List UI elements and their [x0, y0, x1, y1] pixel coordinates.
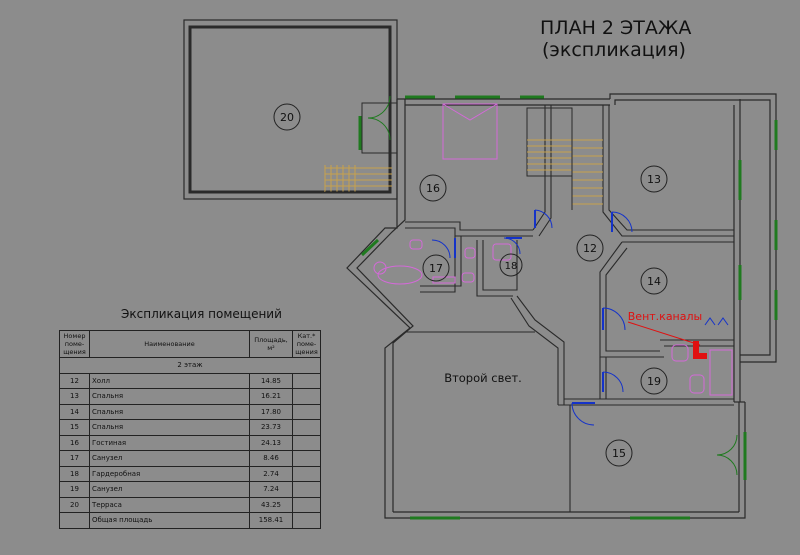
room-number: 12 — [59, 372, 90, 389]
header-num: Номер поме-щения — [59, 330, 90, 358]
room-19-label: 19 — [647, 375, 661, 388]
room-14-label: 14 — [647, 275, 661, 288]
header-name: Наименование — [89, 330, 250, 358]
room-name: Спальня — [89, 403, 250, 420]
room-area: 8.46 — [249, 450, 293, 467]
room-20-label: 20 — [280, 111, 294, 124]
total-label: Общая площадь — [89, 512, 250, 529]
room-number: 16 — [59, 434, 90, 451]
room-category — [292, 372, 321, 389]
room-number: 14 — [59, 403, 90, 420]
room-area: 17.80 — [249, 403, 293, 420]
room-name: Спальня — [89, 419, 250, 436]
room-category — [292, 434, 321, 451]
room-area: 43.25 — [249, 496, 293, 513]
room-name: Гардеробная — [89, 465, 250, 482]
room-number: 17 — [59, 450, 90, 467]
total-area: 158.41 — [249, 512, 293, 529]
room-16-label: 16 — [426, 182, 440, 195]
section-label: 2 этаж — [59, 357, 321, 374]
room-15-label: 15 — [612, 447, 626, 460]
table-caption: Экспликация помещений — [121, 307, 282, 321]
stairs — [324, 102, 603, 210]
fixtures — [373, 103, 733, 396]
room-name: Терраса — [89, 496, 250, 513]
header-category: Кат.* поме-щения — [292, 330, 321, 358]
room-number: 20 — [59, 496, 90, 513]
room-category — [292, 450, 321, 467]
section-row: 2 этаж — [59, 357, 321, 374]
room-category — [292, 388, 321, 405]
room-category — [292, 403, 321, 420]
room-number: 15 — [59, 419, 90, 436]
vent-label: Вент.каналы — [628, 310, 702, 323]
room-area: 7.24 — [249, 481, 293, 498]
windows — [358, 95, 778, 520]
plan-title: ПЛАН 2 ЭТАЖА — [540, 17, 692, 39]
room-area: 14.85 — [249, 372, 293, 389]
void-label: Второй свет. — [444, 371, 522, 385]
room-number: 18 — [59, 465, 90, 482]
terrace — [183, 19, 398, 200]
room-category — [292, 496, 321, 513]
room-category — [292, 481, 321, 498]
room-17-label: 17 — [429, 262, 443, 275]
table-header-row: Номер поме-щения Наименование Площадь, м… — [59, 330, 321, 358]
room-category — [292, 419, 321, 436]
room-name: Санузел — [89, 450, 250, 467]
room-area: 16.21 — [249, 388, 293, 405]
room-area: 23.73 — [249, 419, 293, 436]
room-18-label: 18 — [505, 261, 518, 272]
terrace-door — [367, 95, 738, 476]
room-13-label: 13 — [647, 173, 661, 186]
room-number: 13 — [59, 388, 90, 405]
room-area: 24.13 — [249, 434, 293, 451]
explication-table: Номер поме-щения Наименование Площадь, м… — [59, 330, 321, 529]
room-markers — [273, 103, 668, 467]
header-area: Площадь, м² — [249, 330, 293, 358]
interior-walls — [392, 105, 734, 512]
doors — [431, 209, 633, 426]
plan-subtitle: (экспликация) — [542, 39, 686, 61]
room-name: Холл — [89, 372, 250, 389]
room-category — [292, 465, 321, 482]
total-spacer — [59, 512, 90, 529]
room-name: Санузел — [89, 481, 250, 498]
room-12-label: 12 — [583, 242, 597, 255]
room-number: 19 — [59, 481, 90, 498]
room-name: Гостиная — [89, 434, 250, 451]
total-category — [292, 512, 321, 529]
room-area: 2.74 — [249, 465, 293, 482]
room-name: Спальня — [89, 388, 250, 405]
vent-ducts — [627, 317, 729, 359]
